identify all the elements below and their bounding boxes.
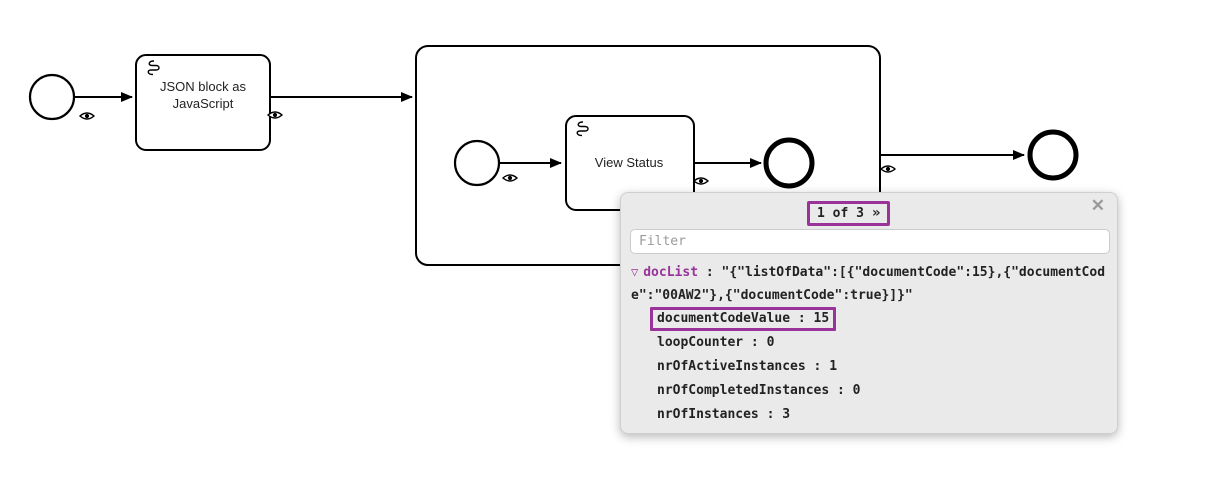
variable-name: docList: [643, 265, 699, 280]
end-event[interactable]: [1027, 129, 1079, 181]
eye-icon[interactable]: [692, 177, 710, 185]
eye-icon[interactable]: [78, 112, 96, 120]
variables-popup: 1 of 3 » ✕ ▽ docList : "{"listOfData":[{"d…: [620, 192, 1118, 434]
variable-separator: :: [698, 265, 722, 280]
highlight-box: documentCodeValue : 15: [650, 307, 837, 331]
filter-input[interactable]: [630, 229, 1110, 254]
variable-separator: :: [829, 383, 853, 398]
variable-row[interactable]: nrOfActiveInstances : 1: [631, 355, 1107, 379]
pagination-next-button[interactable]: »: [871, 205, 881, 221]
start-event[interactable]: [28, 73, 76, 121]
eye-icon[interactable]: [879, 165, 897, 173]
inner-end-event[interactable]: [763, 137, 815, 189]
task-label: JSON block as: [160, 79, 246, 94]
pagination-label: 1 of 3: [817, 206, 864, 221]
variable-row[interactable]: nrOfInstances : 3: [631, 403, 1107, 427]
variable-separator: :: [743, 335, 767, 350]
script-icon: [576, 121, 589, 137]
variable-name: documentCodeValue: [657, 311, 791, 326]
variable-row-highlighted[interactable]: documentCodeValue : 15: [631, 307, 1107, 331]
close-icon[interactable]: ✕: [1090, 196, 1105, 215]
variable-name: nrOfCompletedInstances: [657, 383, 830, 398]
variable-row[interactable]: loopCounter : 0: [631, 331, 1107, 355]
variables-list: ▽ docList : "{"listOfData":[{"documentCod…: [631, 261, 1107, 427]
eye-icon[interactable]: [266, 111, 284, 119]
variable-value: 0: [766, 335, 775, 350]
eye-icon[interactable]: [501, 174, 519, 182]
variable-name: nrOfInstances: [657, 407, 759, 422]
variable-value: 3: [782, 407, 791, 422]
inner-start-event[interactable]: [453, 139, 501, 187]
script-icon: [147, 60, 160, 76]
variable-value: 15: [813, 311, 830, 326]
pagination-control[interactable]: 1 of 3 »: [807, 201, 891, 226]
task-label: View Status: [595, 155, 664, 170]
variable-value: "{"listOfData":[{"documentCode":15},{"do…: [631, 265, 1106, 303]
variable-separator: :: [790, 311, 814, 326]
variable-row-doclist[interactable]: ▽ docList : "{"listOfData":[{"documentCod…: [631, 261, 1107, 307]
collapse-triangle-icon[interactable]: ▽: [631, 265, 639, 279]
variable-name: nrOfActiveInstances: [657, 359, 806, 374]
variable-value: 0: [852, 383, 861, 398]
variable-row[interactable]: nrOfCompletedInstances : 0: [631, 379, 1107, 403]
variable-separator: :: [805, 359, 830, 374]
variable-separator: :: [758, 407, 783, 422]
variable-value: 1: [829, 359, 838, 374]
variable-name: loopCounter: [657, 335, 744, 350]
script-task-json-block[interactable]: [135, 54, 271, 151]
task-label: JavaScript: [173, 96, 234, 111]
